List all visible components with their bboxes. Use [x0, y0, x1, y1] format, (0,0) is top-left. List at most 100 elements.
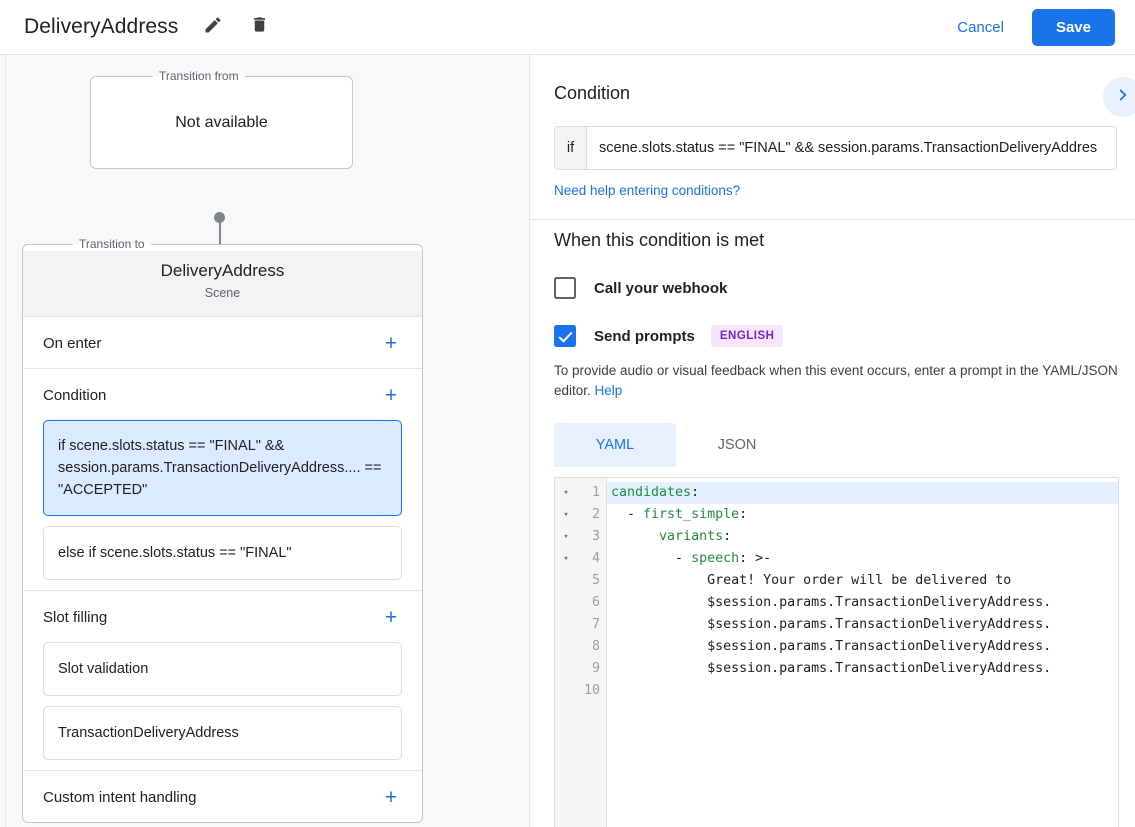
section-custom-intent-handling: Custom intent handling +: [23, 770, 422, 822]
yaml-punct-token: :: [691, 485, 700, 500]
editor-code-line[interactable]: - first_simple:: [611, 507, 748, 522]
save-button[interactable]: Save: [1031, 8, 1115, 46]
editor-line-number: 1: [591, 485, 600, 500]
editor-fold-toggle[interactable]: ▾: [563, 532, 569, 542]
prompt-hint-body: To provide audio or visual feedback when…: [554, 363, 1118, 398]
tab-yaml[interactable]: YAML: [554, 423, 676, 467]
condition-block: Condition if Need help entering conditio…: [530, 55, 1135, 200]
editor-line-number: 3: [591, 529, 600, 544]
section-label-condition: Condition: [43, 387, 107, 404]
if-prefix-label: if: [555, 127, 587, 169]
yaml-punct-token: :: [723, 529, 732, 544]
next-panel-button[interactable]: [1103, 77, 1135, 117]
transition-from-value: Not available: [175, 113, 268, 131]
editor-code-line[interactable]: variants:: [607, 526, 1118, 548]
main-body: Transition from Not available Transition…: [0, 55, 1135, 827]
scene-header: DeliveryAddress Scene: [23, 251, 422, 316]
prompt-hint-help-link[interactable]: Help: [594, 383, 623, 398]
transition-to-card: Transition to DeliveryAddress Scene On e…: [22, 237, 423, 823]
editor-code-line[interactable]: $session.params.TransactionDeliveryAddre…: [607, 592, 1118, 614]
editor-line-number: 8: [591, 639, 600, 654]
scene-name: DeliveryAddress: [160, 261, 285, 280]
editor-fold-gutter[interactable]: ▾ ▾ ▾ ▾: [555, 478, 577, 827]
scene-type: Scene: [204, 286, 241, 300]
section-header-custom-intent-handling[interactable]: Custom intent handling +: [23, 771, 422, 822]
condition-section-title: Condition: [554, 83, 631, 103]
editor-fold-toggle: [555, 636, 577, 658]
editor-code-line[interactable]: - speech: >-: [611, 551, 772, 566]
editor-code-line[interactable]: Great! Your order will be delivered to: [607, 570, 1118, 592]
condition-chip-else-if[interactable]: else if scene.slots.status == "FINAL": [43, 526, 402, 580]
section-condition: Condition + if scene.slots.status == "FI…: [23, 368, 422, 580]
call-webhook-label: Call your webhook: [594, 279, 728, 297]
editor-line-number: 10: [583, 683, 600, 698]
left-rail-divider: [5, 55, 6, 827]
condition-details-pane: Condition if Need help entering conditio…: [530, 55, 1135, 827]
section-header-on-enter[interactable]: On enter +: [23, 317, 422, 368]
edit-name-button[interactable]: [196, 10, 230, 44]
yaml-punct-token: : >-: [739, 551, 772, 566]
editor-code-line[interactable]: $session.params.TransactionDeliveryAddre…: [607, 636, 1118, 658]
prompt-hint-text: To provide audio or visual feedback when…: [554, 361, 1119, 401]
editor-fold-toggle: [555, 570, 577, 592]
condition-chip-selected[interactable]: if scene.slots.status == "FINAL" && sess…: [43, 420, 402, 516]
section-slot-filling: Slot filling + Slot validation Transacti…: [23, 590, 422, 760]
editor-line-number: 6: [591, 595, 600, 610]
transition-from-legend: Transition from: [159, 69, 239, 83]
chevron-right-icon: [1114, 86, 1132, 109]
editor-code-line[interactable]: $session.params.TransactionDeliveryAddre…: [607, 614, 1118, 636]
send-prompts-row: Send prompts ENGLISH: [554, 325, 1111, 347]
condition-input-row: if: [554, 126, 1117, 170]
yaml-punct-token: :: [739, 507, 748, 522]
editor-line-number: 2: [591, 507, 600, 522]
add-slot-filling-icon[interactable]: +: [384, 606, 398, 629]
tab-json[interactable]: JSON: [717, 437, 757, 453]
pencil-icon: [203, 15, 223, 40]
yaml-value-token: $session.params.TransactionDeliveryAddre…: [707, 595, 1052, 610]
editor-code-line[interactable]: [607, 680, 1118, 702]
webhook-row: Call your webhook: [554, 277, 1111, 299]
call-webhook-checkbox[interactable]: [554, 277, 576, 299]
yaml-value-token: $session.params.TransactionDeliveryAddre…: [707, 639, 1052, 654]
editor-fold-toggle: [555, 592, 577, 614]
add-on-enter-icon[interactable]: +: [384, 332, 398, 355]
editor-fold-toggle: [555, 614, 577, 636]
page-title: DeliveryAddress: [24, 15, 179, 38]
section-header-slot-filling[interactable]: Slot filling +: [23, 591, 422, 642]
send-prompts-checkbox[interactable]: [554, 325, 576, 347]
top-app-bar: DeliveryAddress Cancel Save: [0, 0, 1135, 55]
add-condition-icon[interactable]: +: [384, 384, 398, 407]
scene-graph-pane: Transition from Not available Transition…: [0, 55, 530, 827]
yaml-value-token: Great! Your order will be delivered to: [707, 573, 1012, 588]
section-label-on-enter: On enter: [43, 335, 102, 352]
transition-from-card: Transition from Not available: [90, 69, 353, 169]
editor-fold-toggle[interactable]: ▾: [563, 510, 569, 520]
editor-fold-toggle[interactable]: ▾: [563, 554, 569, 564]
condition-help-link[interactable]: Need help entering conditions?: [554, 183, 741, 198]
delete-button[interactable]: [242, 10, 276, 44]
editor-fold-toggle: [555, 680, 577, 702]
section-divider: [530, 219, 1135, 220]
yaml-value-token: $session.params.TransactionDeliveryAddre…: [707, 661, 1052, 676]
language-badge: ENGLISH: [710, 325, 784, 347]
send-prompts-label: Send prompts: [594, 327, 695, 345]
editor-code-line[interactable]: candidates:: [607, 482, 1118, 504]
section-label-slot-filling: Slot filling: [43, 609, 108, 626]
editor-line-number: 5: [591, 573, 600, 588]
editor-line-number: 7: [591, 617, 600, 632]
cancel-button[interactable]: Cancel: [943, 10, 1018, 45]
section-header-condition[interactable]: Condition +: [23, 369, 422, 420]
trash-icon: [250, 15, 269, 39]
add-custom-intent-icon[interactable]: +: [384, 786, 398, 809]
editor-code-line[interactable]: $session.params.TransactionDeliveryAddre…: [607, 658, 1118, 680]
yaml-key-token: candidates: [611, 485, 692, 500]
slot-chip-transaction-delivery-address[interactable]: TransactionDeliveryAddress: [43, 706, 402, 760]
yaml-key-token: variants: [659, 529, 724, 544]
condition-expression-input[interactable]: [587, 127, 1116, 169]
editor-line-number: 4: [591, 551, 600, 566]
editor-fold-toggle[interactable]: ▾: [563, 488, 569, 498]
slot-chip-slot-validation[interactable]: Slot validation: [43, 642, 402, 696]
editor-code-area[interactable]: candidates: - first_simple: variants: - …: [607, 478, 1118, 827]
